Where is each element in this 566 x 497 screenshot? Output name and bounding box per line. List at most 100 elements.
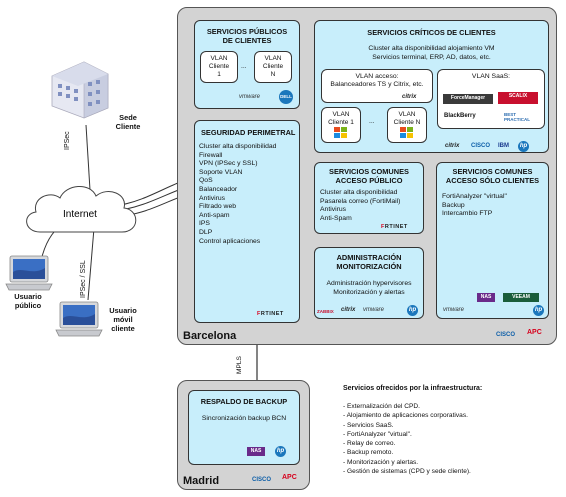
- seguridad-item: VPN (IPSec y SSL): [199, 160, 258, 168]
- windows-icon: [334, 127, 347, 138]
- apc-logo: APC: [527, 329, 542, 336]
- ofrecidos-item: - Backup remoto.: [343, 449, 394, 457]
- respaldo-title: RESPALDO DE BACKUP: [200, 397, 288, 406]
- citrix-logo: citrix: [341, 307, 356, 313]
- fortinet-logo: FRTINET: [257, 311, 284, 317]
- zabbix-logo: ZABBIX: [317, 309, 334, 314]
- comunes-clientes-box: SERVICIOS COMUNES ACCESO SÓLO CLIENTES F…: [436, 162, 549, 319]
- ofrecidos-item: - Monitorización y alertas.: [343, 458, 419, 466]
- cisco-logo: CISCO: [496, 332, 516, 338]
- hp-logo: hp: [275, 446, 286, 457]
- seguridad-item: DLP: [199, 228, 213, 236]
- seguridad-item: Antivirus: [199, 194, 226, 202]
- administracion-title: ADMINISTRACIÓN MONITORIZACIÓN: [336, 253, 402, 271]
- ofrecidos-item: - Alojamiento de aplicaciones corporativ…: [343, 412, 468, 420]
- internet-cloud: Internet: [26, 186, 137, 233]
- seguridad-item: IPS: [199, 220, 210, 228]
- seguridad-item: Control aplicaciones: [199, 237, 261, 245]
- barcelona-label: Barcelona: [183, 330, 237, 342]
- hp-logo: hp: [518, 141, 529, 152]
- comunes-publico-title: SERVICIOS COMUNES ACCESO PÚBLICO: [329, 167, 409, 185]
- administracion-item: Administración hypervisores: [326, 280, 412, 287]
- servicios-criticos-line-1: Cluster alta disponibilidad alojamiento …: [368, 45, 495, 52]
- sede-cliente-label: Sede Cliente: [115, 113, 141, 131]
- servicios-criticos-box: SERVICIOS CRÍTICOS DE CLIENTES Cluster a…: [314, 20, 549, 153]
- seguridad-item: QoS: [199, 177, 213, 185]
- madrid-label: Madrid: [183, 475, 220, 487]
- ipsec-link: [85, 124, 91, 191]
- veeam-logo: VEEAM: [503, 293, 539, 302]
- apc-logo: APC: [282, 474, 297, 481]
- comunes-clientes-item: FortiAnalyzer "virtual": [442, 193, 507, 200]
- ibm-logo: IBM: [498, 143, 509, 149]
- servicios-publicos-title: SERVICIOS PÚBLICOS DE CLIENTES: [206, 27, 288, 45]
- hp-logo: hp: [407, 305, 418, 316]
- building-icon: [51, 61, 109, 119]
- comunes-clientes-item: Intercambio FTP: [442, 210, 493, 218]
- seguridad-item: Cluster alta disponibilidad: [199, 143, 277, 150]
- blackberry-logo: BlackBerry: [444, 113, 476, 119]
- administracion-item: Monitorización y alertas: [333, 288, 405, 296]
- ofrecidos-item: - Gestión de sistemas (CPD y sede client…: [343, 468, 471, 476]
- comunes-publico-item: Antivirus: [320, 206, 347, 214]
- comunes-clientes-title: SERVICIOS COMUNES ACCESO SÓLO CLIENTES: [445, 167, 540, 185]
- seguridad-item: Soporte VLAN: [199, 168, 243, 176]
- vlan-acceso-box: VLAN acceso: Balanceadores TS y Citrix, …: [321, 69, 433, 103]
- nas-logo: NAS: [247, 447, 265, 456]
- administracion-box: ADMINISTRACIÓN MONITORIZACIÓN Administra…: [314, 247, 424, 319]
- ofrecidos-list: - Externalización del CPD. - Alojamiento …: [343, 402, 471, 476]
- seguridad-perimetral-title: SEGURIDAD PERIMETRAL: [201, 128, 296, 137]
- mobile-user-link: [87, 227, 95, 301]
- ofrecidos-title: Servicios ofrecidos por la infraestructu…: [343, 385, 483, 392]
- ofrecidos-item: - Externalización del CPD.: [343, 403, 420, 410]
- seguridad-item: Firewall: [199, 151, 223, 159]
- citrix-logo: citrix: [445, 143, 460, 149]
- scalix-logo: SCALIX: [498, 92, 538, 104]
- cisco-logo: CISCO: [252, 477, 272, 483]
- ipsec-label: IPSec: [64, 131, 71, 150]
- vlan-critico-ellipsis: ...: [369, 118, 375, 125]
- vmware-logo: vmware: [363, 307, 385, 313]
- ofrecidos-item: - Relay de correo.: [343, 440, 396, 448]
- comunes-publico-item: Anti-Spam: [320, 214, 352, 222]
- laptop-icon: [55, 301, 103, 337]
- comunes-clientes-item: Backup: [442, 201, 465, 209]
- seguridad-perimetral-box: SEGURIDAD PERIMETRAL Cluster alta dispon…: [194, 120, 300, 323]
- bestpractical-logo: BEST PRACTICAL: [504, 112, 530, 122]
- windows-icon: [400, 127, 413, 138]
- comunes-publico-item: Cluster alta disponibilidad: [320, 189, 398, 196]
- mpls-label: MPLS: [236, 356, 243, 374]
- fortinet-logo: FRTINET: [381, 224, 408, 230]
- servicios-criticos-line-2: Servicios terminal, ERP, AD, datos, etc.: [372, 54, 491, 61]
- ofrecidos-item: - Servicios SaaS.: [343, 421, 394, 429]
- laptop-icon: [5, 255, 53, 291]
- seguridad-item: Balanceador: [199, 185, 238, 193]
- usuario-movil-label: Usuario móvil cliente: [109, 306, 137, 333]
- cisco-logo: CISCO: [471, 143, 491, 149]
- hp-logo: hp: [533, 305, 544, 316]
- vlan-ellipsis: ...: [241, 63, 247, 70]
- respaldo-item: Sincronización backup BCN: [201, 415, 287, 422]
- ofrecidos-item: - FortiAnalyzer "virtual".: [343, 430, 412, 438]
- ipsec-ssl-label: IPSec / SSL: [80, 260, 87, 298]
- servicios-criticos-title: SERVICIOS CRÍTICOS DE CLIENTES: [367, 28, 496, 37]
- internet-label: Internet: [63, 209, 97, 220]
- seguridad-item: Filtrado web: [199, 203, 237, 211]
- vmware-logo: vmware: [239, 94, 261, 100]
- vlan-saas-box: VLAN SaaS: ForceManager SCALIX BlackBerr…: [437, 69, 545, 129]
- forcemanager-logo: ForceManager: [443, 94, 493, 104]
- comunes-publico-box: SERVICIOS COMUNES ACCESO PÚBLICO Cluster…: [314, 162, 424, 234]
- comunes-publico-item: Pasarela correo (FortiMail): [320, 197, 401, 205]
- usuario-publico-label: Usuario público: [14, 292, 42, 310]
- respaldo-box: RESPALDO DE BACKUP Sincronización backup…: [188, 390, 300, 465]
- nas-logo: NAS: [477, 293, 495, 302]
